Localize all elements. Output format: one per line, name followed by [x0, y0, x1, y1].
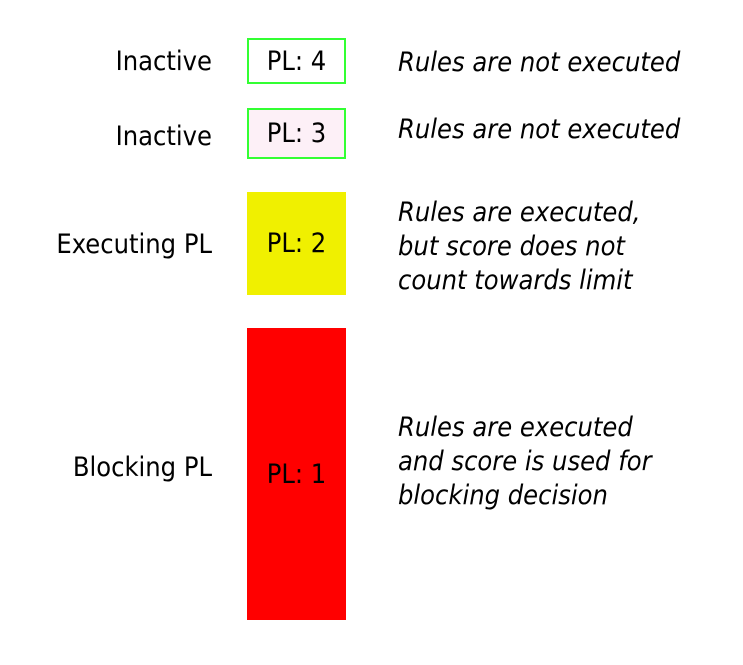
pl4-row-label: Inactive [115, 46, 212, 77]
pl2-box: PL: 2 [247, 192, 346, 295]
pl3-row-label: Inactive [115, 121, 212, 152]
pl1-description: Rules are executed and score is used for… [398, 412, 652, 511]
pl1-box: PL: 1 [247, 328, 346, 620]
pl3-description: Rules are not executed [398, 114, 681, 145]
pl2-description: Rules are executed, but score does not c… [398, 197, 641, 296]
pl3-box: PL: 3 [247, 108, 346, 159]
pl3-box-text: PL: 3 [266, 118, 327, 149]
pl1-row-label: Blocking PL [72, 452, 212, 483]
pl2-row-label: Executing PL [56, 229, 212, 260]
pl4-description: Rules are not executed [398, 47, 681, 78]
pl2-box-text: PL: 2 [266, 228, 327, 259]
pl4-box-text: PL: 4 [266, 45, 327, 77]
pl4-box: PL: 4 [247, 38, 346, 84]
pl1-box-text: PL: 1 [266, 458, 327, 490]
